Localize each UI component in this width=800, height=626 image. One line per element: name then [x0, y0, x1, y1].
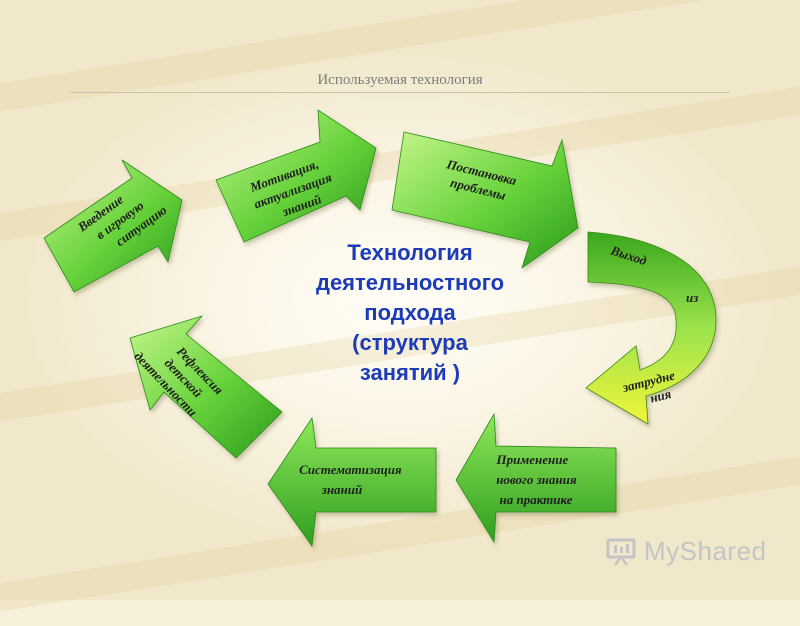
title-divider [70, 92, 730, 93]
slide-title: Используемая технология [317, 72, 483, 88]
watermark: MyShared [606, 536, 767, 567]
step-arrow-refleksiya [129, 315, 283, 459]
center-title: Технология деятельностного подхода (стру… [250, 238, 570, 388]
step-arrow-postanovka [391, 131, 579, 270]
center-title-line: Технология [347, 240, 473, 265]
step-arrow-motivaciya [215, 109, 377, 243]
presentation-icon [606, 538, 636, 566]
step-arrow-vvedenie [43, 159, 183, 293]
watermark-text: MyShared [644, 536, 767, 566]
step-arrow-primenenie [455, 412, 617, 544]
center-title-line: подхода [364, 300, 456, 325]
step-label-sistematizaciya: Систематизация знаний [299, 462, 405, 497]
step-label-primenenie: Применение нового знания на практике [496, 452, 580, 507]
center-title-line: занятий ) [359, 360, 461, 385]
center-title-line: деятельностного [315, 270, 505, 295]
step-arrow-vyhod [585, 231, 717, 425]
center-title-line: (структура [352, 330, 468, 355]
cycle-diagram: Введение в игровую ситуацию Мотивация, а… [43, 109, 717, 548]
step-label-iz: из [686, 290, 698, 305]
step-arrow-sistematizaciya [267, 416, 437, 548]
